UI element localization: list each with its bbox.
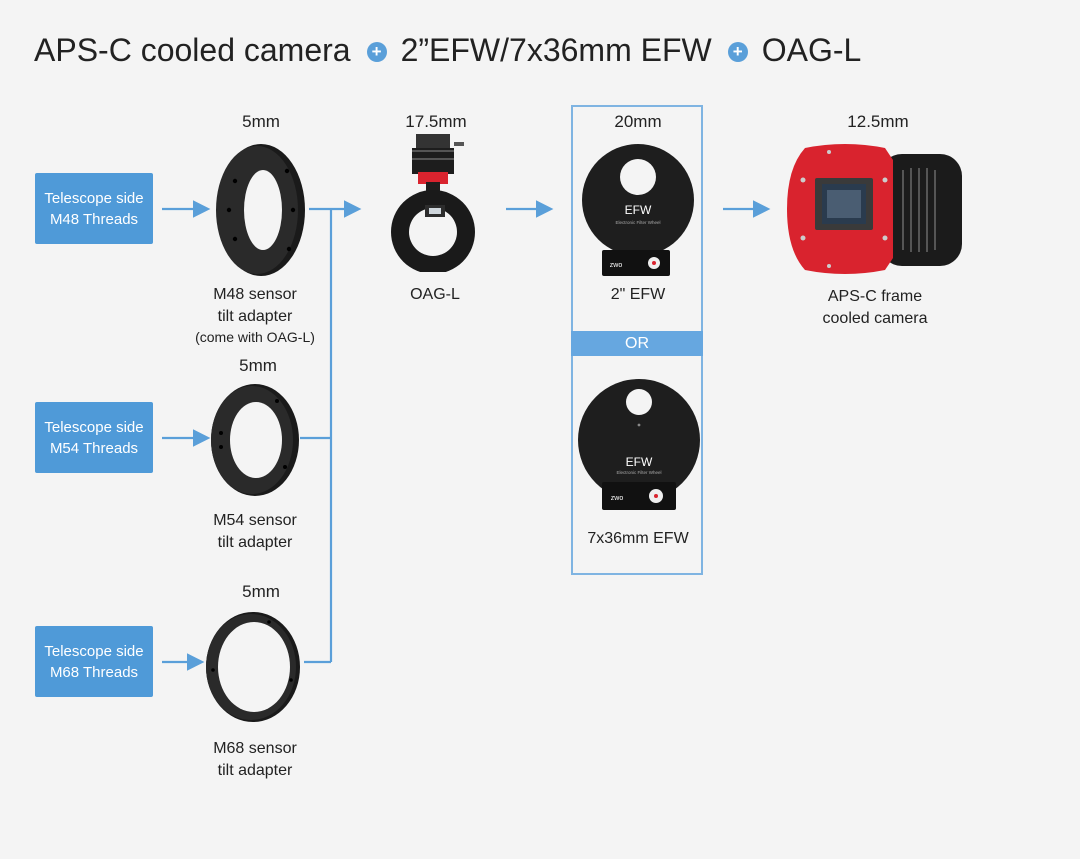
adapter-m54-thickness: 5mm: [239, 356, 277, 375]
tag-line2: M48 Threads: [49, 210, 139, 228]
efw-wheel-sub: Electronic Filter Wheel: [616, 470, 661, 475]
caption-note: (come with OAG-L): [195, 329, 315, 345]
adapter-m54-caption: M54 sensor tilt adapter: [180, 510, 330, 554]
caption-line2: tilt adapter: [217, 308, 293, 325]
title-efw: 2”EFW/7x36mm EFW: [400, 31, 712, 68]
caption-line2: cooled camera: [822, 310, 928, 327]
efw-wheel-sub: Electronic Filter Wheel: [615, 220, 660, 225]
telescope-tag-m68: Telescope side M68 Threads: [35, 626, 153, 697]
efw-7x36-image: EFW Electronic Filter Wheel zwo: [578, 379, 700, 510]
or-divider: OR: [571, 331, 703, 356]
efw-brand: zwo: [610, 262, 623, 269]
adapter-m54-image: [211, 384, 299, 496]
title-camera: APS-C cooled camera: [34, 31, 351, 68]
tag-line1: Telescope side: [44, 642, 144, 660]
oag-thickness: 17.5mm: [405, 112, 467, 131]
efw-thickness: 20mm: [614, 112, 662, 131]
efw-option2-caption: 7x36mm EFW: [587, 530, 689, 547]
title-oag: OAG-L: [761, 31, 862, 68]
adapter-m48-caption: M48 sensor tilt adapter (come with OAG-L…: [180, 284, 330, 346]
plus-icon: +: [727, 42, 748, 62]
tag-line1: Telescope side: [44, 189, 144, 207]
efw-wheel-label: EFW: [626, 455, 653, 469]
caption-line1: M68 sensor: [213, 740, 297, 757]
telescope-tag-m48: Telescope side M48 Threads: [35, 173, 153, 244]
caption-line1: M48 sensor: [213, 286, 297, 303]
camera-caption: APS-C frame cooled camera: [800, 286, 950, 330]
efw-brand: zwo: [611, 495, 624, 502]
oag-caption: OAG-L: [410, 286, 460, 303]
adapter-m68-image: [206, 612, 300, 722]
plus-icon: +: [366, 42, 387, 62]
oag-image: [391, 134, 475, 272]
adapter-m68-thickness: 5mm: [242, 582, 280, 601]
page-title: APS-C cooled camera + 2”EFW/7x36mm EFW +…: [34, 28, 861, 72]
efw-2inch-image: EFW Electronic Filter Wheel zwo: [582, 144, 694, 276]
adapter-m48-thickness: 5mm: [242, 112, 280, 131]
caption-line1: M54 sensor: [213, 512, 297, 529]
telescope-tag-m54: Telescope side M54 Threads: [35, 402, 153, 473]
camera-image: [787, 144, 962, 274]
tag-line2: M54 Threads: [49, 439, 139, 457]
tag-line2: M68 Threads: [49, 663, 139, 681]
adapter-m68-caption: M68 sensor tilt adapter: [180, 738, 330, 782]
adapter-m48-image: [216, 144, 305, 276]
efw-wheel-label: EFW: [625, 203, 652, 217]
tag-line1: Telescope side: [44, 418, 144, 436]
efw-option1-caption: 2" EFW: [610, 286, 666, 303]
caption-line1: APS-C frame: [827, 288, 923, 305]
caption-line2: tilt adapter: [217, 762, 293, 779]
caption-line2: tilt adapter: [217, 534, 293, 551]
camera-thickness: 12.5mm: [847, 112, 909, 131]
